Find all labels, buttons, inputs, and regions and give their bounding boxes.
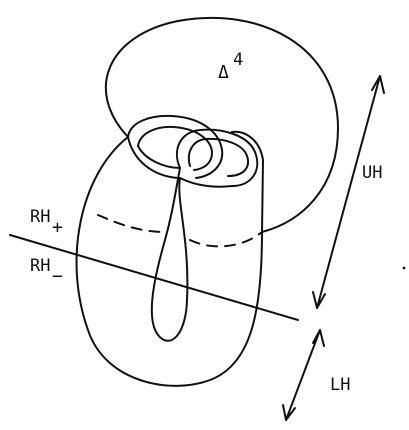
delta-label: Δ [218, 62, 229, 83]
inner-tongue [152, 168, 188, 341]
surface-outer-contour [77, 132, 263, 386]
lh-arrow-shaft [286, 330, 320, 420]
rim-loop-right-inner [189, 139, 248, 176]
rim-loop-left-inner [138, 127, 212, 170]
rh-plus-label: RH [30, 207, 50, 227]
four-ball-boundary [106, 18, 338, 232]
uh-label: UH [362, 163, 382, 183]
speck-mark [403, 267, 406, 270]
delta-superscript: 4 [233, 50, 243, 70]
dashed-back-curve-right [190, 232, 262, 246]
rh-plus-sign: + [52, 217, 63, 238]
rim-loop-right-bottom [180, 178, 232, 187]
rh-minus-label: RH [30, 256, 50, 276]
dashed-back-curve [98, 215, 165, 232]
rim-loop-left-back [128, 137, 178, 178]
rh-minus-sign: − [52, 266, 63, 287]
uh-arrow-shaft [317, 76, 380, 308]
lh-label: LH [330, 375, 350, 395]
